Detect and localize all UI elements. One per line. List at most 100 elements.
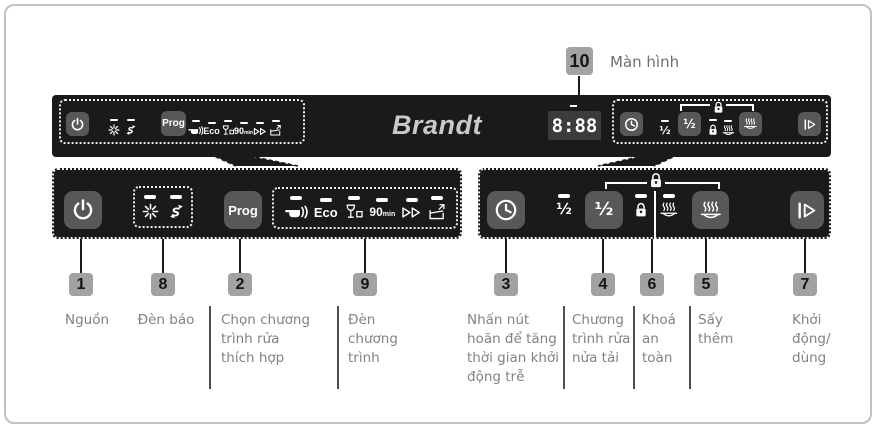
start-pause-button[interactable] (790, 191, 824, 229)
program-90min-indicator: 90min (234, 121, 253, 137)
start-pause-icon (803, 118, 817, 131)
glass-icon (221, 125, 235, 136)
callout-6-label: Khoá an toàn (642, 312, 676, 366)
salt-icon (108, 124, 120, 136)
steam-icon (659, 202, 679, 218)
callout-7-label: Khởi động/ dùng (792, 312, 831, 366)
ninety-label: 90 (369, 205, 383, 219)
callout-9-badge: 9 (353, 273, 377, 296)
display-led (570, 105, 577, 107)
callout-4-line (602, 239, 604, 273)
child-lock-badge (710, 101, 726, 116)
brand-logo: Brandt (392, 110, 482, 140)
half-load-indicator-label: ½ (556, 200, 572, 218)
rapid-led (405, 197, 418, 202)
start-pause-button[interactable] (798, 112, 821, 136)
padlock-icon (634, 202, 648, 218)
intensive-pot-icon (188, 125, 203, 136)
half-load-indicator: ½ (552, 194, 576, 217)
program-eco-indicator: Eco (313, 197, 338, 220)
prog-button-label: Prog (228, 202, 258, 218)
eco-label: Eco (313, 204, 338, 220)
prog-button-label: Prog (162, 118, 185, 129)
eco-label: Eco (203, 126, 220, 136)
extra-dry-led (663, 194, 675, 198)
half-load-led (661, 119, 669, 122)
power-button[interactable] (66, 112, 89, 136)
left-controls-outline: S Prog Eco (59, 99, 305, 144)
extra-dry-button[interactable] (739, 112, 762, 136)
padlock-icon (649, 172, 663, 189)
program-intensive-indicator (284, 196, 308, 220)
program-indicators-outline: Eco 90min (272, 187, 458, 229)
control-panel-overview: S Prog Eco (52, 95, 831, 157)
salt-icon (142, 203, 159, 220)
salt-led (110, 118, 118, 121)
callout-6-line-inner (654, 190, 656, 239)
callout-2-label: Chọn chương trình rửa thích hợp (221, 312, 311, 366)
program-soak-indicator (428, 196, 446, 220)
status-indicators-outline: S (133, 186, 193, 228)
power-icon (71, 198, 95, 222)
program-glass-indicator (220, 119, 235, 137)
callout-3-line (505, 239, 507, 273)
salt-indicator (106, 118, 122, 137)
rapid-double-arrow-icon (401, 206, 422, 219)
steam-icon (722, 125, 735, 136)
ninety-led (376, 198, 389, 202)
callout-10-line (578, 76, 580, 95)
rapid-double-arrow-icon (253, 127, 267, 136)
callout-9-line (364, 239, 366, 273)
right-panel-zoom: ½ ½ (478, 168, 831, 239)
half-load-button[interactable]: ½ (585, 191, 623, 229)
eco-led (319, 197, 332, 202)
padlock-icon (713, 101, 724, 114)
extra-dry-indicator (657, 194, 681, 218)
intensive-led (290, 196, 302, 200)
rinse-aid-indicator: S (168, 194, 185, 220)
delay-button[interactable] (620, 112, 643, 136)
callout-8-line (162, 239, 164, 273)
eco-led (207, 121, 216, 124)
soak-led (271, 119, 280, 122)
svg-text:S: S (127, 127, 133, 137)
half-load-button[interactable]: ½ (678, 112, 701, 136)
rinse-aid-icon: S (125, 124, 137, 136)
child-lock-indicator (629, 194, 653, 218)
extra-dry-button[interactable] (692, 191, 729, 229)
extra-dry-indicator (720, 119, 736, 137)
callout-9-label: Đèn chương trình (348, 312, 398, 366)
power-button[interactable] (64, 191, 102, 229)
callout-8-label: Đèn báo (137, 312, 195, 328)
intensive-led (191, 119, 200, 122)
half-load-indicator: ½ (657, 119, 673, 136)
prog-button[interactable]: Prog (161, 111, 186, 136)
salt-led (144, 194, 156, 199)
callout-5-label: Sấy thêm (698, 312, 734, 347)
delay-button[interactable] (487, 191, 525, 229)
child-lock-badge (647, 172, 665, 191)
figure-border (4, 4, 872, 424)
prog-button[interactable]: Prog (224, 191, 262, 229)
callout-1-line (80, 239, 82, 273)
callout-8-badge: 8 (151, 273, 175, 296)
program-90min-indicator: 90min (369, 198, 395, 218)
callout-5-badge: 5 (694, 273, 718, 296)
label-divider (209, 306, 211, 389)
clock-icon (624, 117, 639, 132)
program-soak-indicator (268, 119, 283, 137)
callout-1-badge: 1 (69, 273, 93, 296)
glass-led (347, 196, 360, 200)
rinse-aid-led (127, 118, 135, 121)
callout-10-label: Màn hình (610, 53, 680, 71)
label-divider (563, 306, 565, 389)
callout-2-line (239, 239, 241, 273)
label-divider (633, 306, 635, 389)
label-divider (337, 306, 339, 389)
child-lock-led (709, 118, 717, 121)
callout-5-line (705, 239, 707, 273)
label-divider (689, 306, 691, 389)
program-glass-indicator (344, 196, 364, 220)
callout-4-badge: 4 (591, 273, 615, 296)
